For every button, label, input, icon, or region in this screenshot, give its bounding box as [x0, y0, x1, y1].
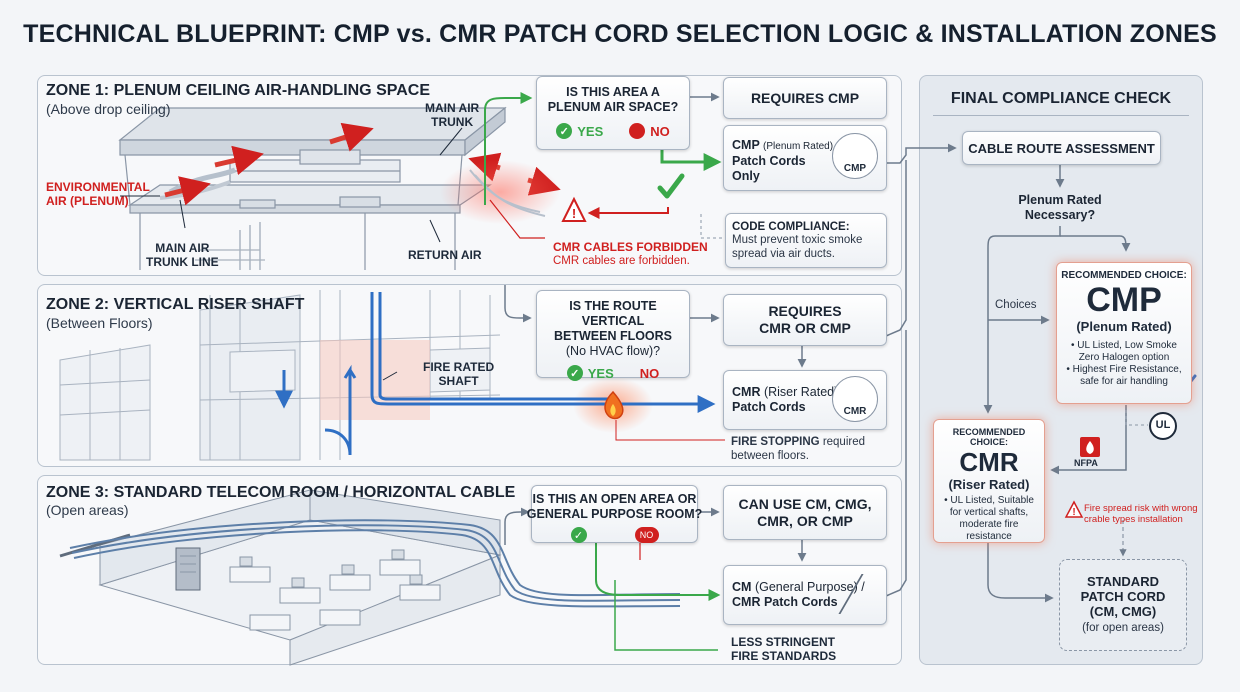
- zone-3-title: ZONE 3: STANDARD TELECOM ROOM / HORIZONT…: [46, 484, 516, 501]
- riser-illustration: [59, 290, 501, 461]
- cmr-recommended-label: RECOMMENDED CHOICE:: [952, 427, 1026, 447]
- no-option: NO: [629, 123, 670, 139]
- riser-question-box: IS THE ROUTE VERTICAL BETWEEN FLOORS (No…: [536, 290, 690, 381]
- cmr-recommended-box: RECOMMENDED CHOICE: CMR (Riser Rated) • …: [933, 419, 1045, 543]
- riser-question-line2: BETWEEN FLOORS: [553, 329, 673, 343]
- code-compliance-text: Must prevent toxic smoke spread via air …: [732, 234, 863, 260]
- svg-text:!: !: [572, 206, 576, 221]
- nfpa-icon: [1080, 437, 1100, 457]
- cmr-bullet-1: • UL Listed, Suitable for vertical shaft…: [944, 495, 1034, 542]
- fire-rated-shaft-label: FIRE RATED SHAFT: [423, 360, 495, 388]
- check-icon: [657, 173, 685, 199]
- cm-cord-text: CM (General Purpose) / CMR Patch Cords: [732, 580, 865, 609]
- zone-2-subtitle: (Between Floors): [46, 315, 153, 331]
- cmr-forbidden-title: CMR CABLES FORBIDDEN: [553, 240, 708, 254]
- no-dot-icon: [629, 123, 646, 139]
- no-option: NO: [639, 365, 660, 381]
- cmp-recommended-subtitle: (Plenum Rated): [1076, 319, 1172, 334]
- panel-title-divider: [933, 115, 1189, 116]
- cmp-patch-cord-box: CMP (Plenum Rated) Patch Cords Only CMP: [723, 125, 887, 191]
- main-air-trunk-line-label: MAIN AIR TRUNK LINE: [146, 241, 219, 269]
- zone-1-title: ZONE 1: PLENUM CEILING AIR-HANDLING SPAC…: [46, 82, 431, 99]
- zone-2-title: ZONE 2: VERTICAL RISER SHAFT: [46, 296, 305, 313]
- cmr-forbidden-text: CMR cables are forbidden.: [553, 255, 690, 267]
- cmp-recommended-name: CMP: [1086, 281, 1162, 319]
- cmp-recommended-box: RECOMMENDED CHOICE: CMP (Plenum Rated) •…: [1056, 262, 1192, 404]
- cmp-cable-icon: CMP: [832, 133, 878, 179]
- warning-icon: !: [561, 196, 587, 222]
- cable-route-assessment-box: CABLE ROUTE ASSESSMENT: [962, 131, 1161, 165]
- open-area-question-box: IS THIS AN OPEN AREA OR GENERAL PURPOSE …: [527, 485, 702, 543]
- fire-icon: [604, 390, 624, 420]
- code-compliance-title: CODE COMPLIANCE:: [732, 221, 850, 233]
- cmr-cable-icon: CMR: [832, 376, 878, 422]
- standard-patch-cord-box: STANDARD PATCH CORD (CM, CMG) (for open …: [1059, 559, 1187, 651]
- less-stringent-note: LESS STRINGENT FIRE STANDARDS: [731, 635, 837, 663]
- riser-cables: [275, 292, 716, 456]
- standard-line-1: STANDARD: [1087, 574, 1159, 590]
- main-air-trunk-label: MAIN AIR TRUNK: [425, 101, 480, 129]
- panel-title: FINAL COMPLIANCE CHECK: [950, 90, 1172, 107]
- cmr-recommended-subtitle: (Riser Rated): [948, 477, 1030, 492]
- riser-question-line1: IS THE ROUTE VERTICAL: [569, 299, 657, 328]
- no-icon: NO: [634, 527, 659, 543]
- cmr-cord-text: CMR (Riser Rated) Patch Cords: [732, 385, 839, 414]
- standard-line-4: (for open areas): [1082, 622, 1164, 635]
- cmp-recommended-label: RECOMMENDED CHOICE:: [1061, 270, 1187, 281]
- cm-patch-cord-box: CM (General Purpose) / CMR Patch Cords: [723, 565, 887, 625]
- ul-label: UL: [1155, 419, 1171, 431]
- plenum-necessary-question: Plenum Rated Necessary?: [1018, 193, 1102, 222]
- check-icon: ✓: [556, 123, 573, 139]
- svg-text:!: !: [1072, 507, 1075, 518]
- yes-option: ✓YES: [566, 365, 614, 381]
- fire-risk-warning-icon: !: [1064, 500, 1084, 518]
- can-use-box: CAN USE CM, CMG, CMR, OR CMP: [723, 485, 887, 540]
- riser-question-line3: (No HVAC flow)?: [565, 344, 661, 358]
- standard-line-3: (CM, CMG): [1089, 604, 1157, 620]
- nfpa-label: NFPA: [1074, 458, 1098, 468]
- cmr-recommended-name: CMR: [959, 447, 1019, 477]
- requires-cmp-box: REQUIRES CMP: [723, 77, 887, 119]
- zone-3-subtitle: (Open areas): [46, 502, 129, 518]
- standard-line-2: PATCH CORD: [1080, 589, 1166, 605]
- horizontal-cables: [69, 519, 681, 608]
- requires-cmr-or-cmp-box: REQUIRES CMR OR CMP: [723, 294, 887, 346]
- cmr-patch-cord-box: CMR (Riser Rated) Patch Cords CMR: [723, 370, 887, 430]
- ul-certification-icon: [1149, 412, 1177, 440]
- check-icon: ✓: [570, 527, 587, 543]
- code-compliance-box: CODE COMPLIANCE: Must prevent toxic smok…: [725, 213, 887, 268]
- cmp-cord-text: CMP (Plenum Rated) Patch Cords Only: [732, 138, 834, 183]
- fire-stopping-note: FIRE STOPPING required between floors.: [731, 436, 866, 462]
- plenum-question-box: IS THIS AREA A PLENUM AIR SPACE? ✓YES NO: [536, 76, 690, 150]
- page-title: TECHNICAL BLUEPRINT: CMP vs. CMR PATCH C…: [23, 20, 1217, 48]
- choices-label: Choices: [995, 299, 1037, 311]
- environmental-air-label: ENVIRONMENTAL AIR (PLENUM): [46, 180, 150, 208]
- fire-risk-warning-text: Fire spread risk with wrong crable types…: [1084, 503, 1198, 525]
- cmp-bullet-2: • Highest Fire Resistance, safe for air …: [1066, 364, 1182, 387]
- cmp-bullet-1: • UL Listed, Low Smoke Zero Halogen opti…: [1071, 340, 1177, 363]
- zone-1-subtitle: (Above drop ceiling): [46, 101, 171, 117]
- check-icon: ✓: [566, 365, 583, 381]
- open-area-question: IS THIS AN OPEN AREA OR GENERAL PURPOSE …: [526, 492, 703, 521]
- plenum-question: IS THIS AREA A PLENUM AIR SPACE?: [547, 85, 679, 114]
- yes-option: ✓YES: [556, 123, 603, 139]
- return-air-label: RETURN AIR: [408, 248, 482, 262]
